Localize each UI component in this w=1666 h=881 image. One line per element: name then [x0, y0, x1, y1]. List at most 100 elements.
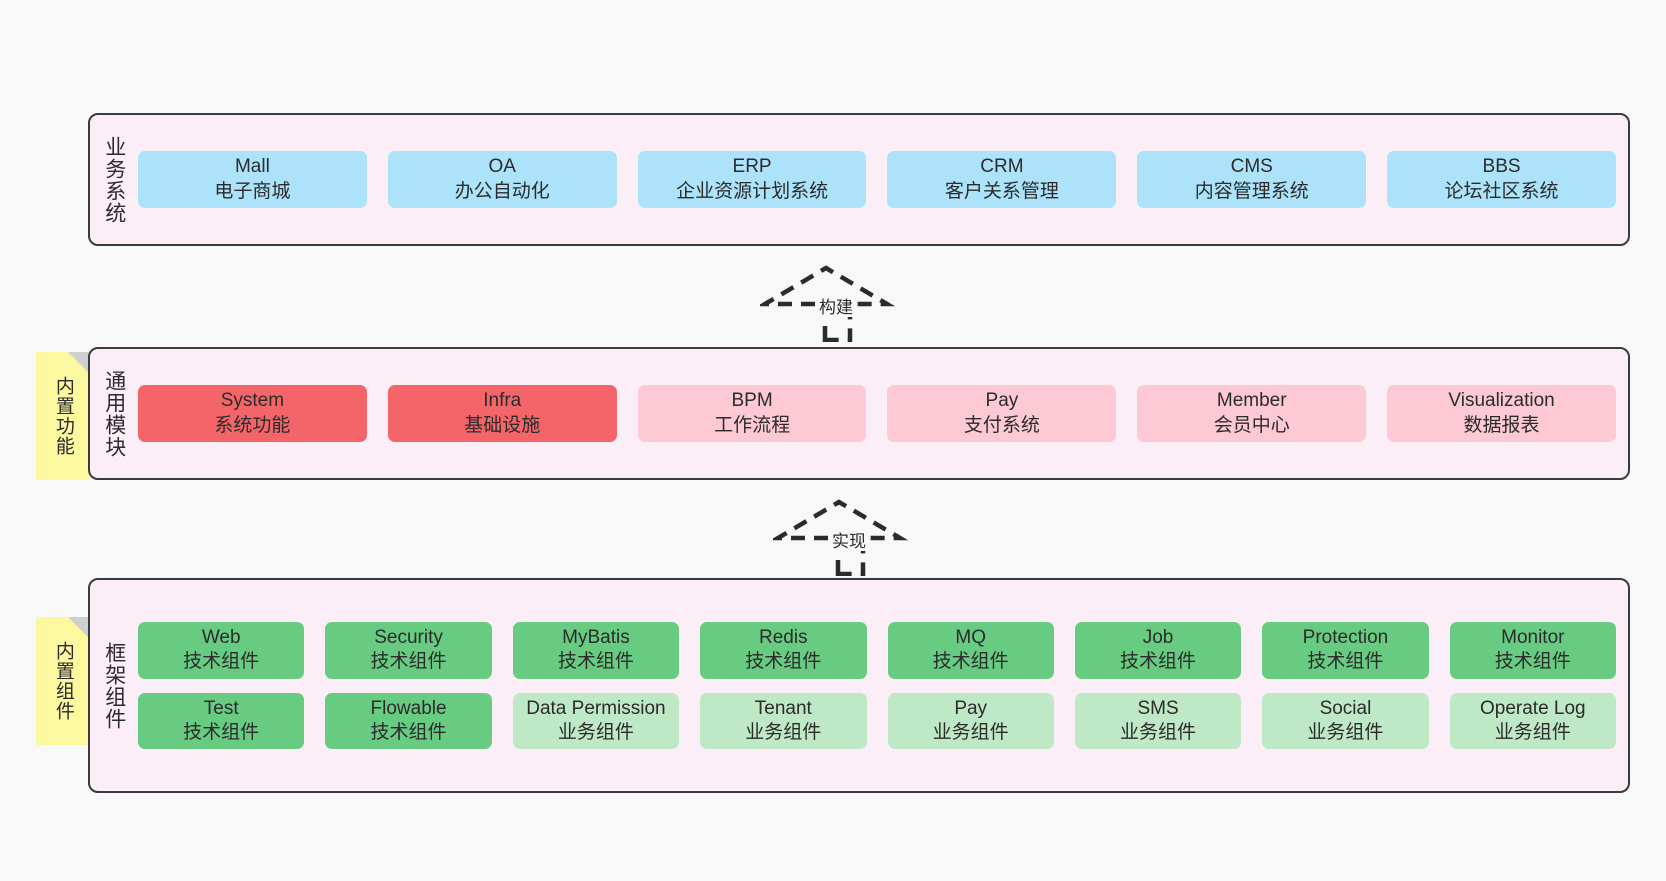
card-sms[interactable]: SMS 业务组件 — [1074, 692, 1242, 750]
card-subtitle: 会员中心 — [1213, 414, 1290, 436]
card-title: Operate Log — [1479, 697, 1586, 719]
card-subtitle: 技术组件 — [1307, 651, 1384, 673]
note-builtin-component: 内置组件 — [36, 617, 90, 745]
layer-label-common-module: 通用模块 — [102, 369, 126, 458]
card-title: CMS — [1230, 156, 1273, 178]
card-erp[interactable]: ERP 企业资源计划系统 — [637, 151, 867, 208]
card-bpm[interactable]: BPM 工作流程 — [637, 385, 867, 442]
card-title: MyBatis — [562, 626, 630, 648]
card-visualization[interactable]: Visualization 数据报表 — [1387, 385, 1616, 442]
card-tenant[interactable]: Tenant 业务组件 — [700, 692, 867, 750]
card-subtitle: 客户关系管理 — [944, 180, 1059, 202]
card-title: Monitor — [1501, 626, 1565, 648]
card-title: Security — [374, 626, 443, 648]
card-title: CRM — [980, 156, 1024, 178]
note-text: 内置组件 — [52, 641, 74, 721]
card-subtitle: 业务组件 — [1494, 721, 1571, 743]
card-infra[interactable]: Infra 基础设施 — [387, 385, 617, 442]
card-subtitle: 技术组件 — [745, 651, 822, 673]
card-subtitle: 内容管理系统 — [1194, 180, 1309, 202]
card-subtitle: 技术组件 — [1494, 651, 1571, 673]
card-subtitle: 论坛社区系统 — [1444, 180, 1559, 202]
generalization-arrow-icon — [773, 499, 909, 576]
card-social[interactable]: Social 业务组件 — [1262, 692, 1429, 750]
card-member[interactable]: Member 会员中心 — [1137, 385, 1367, 442]
card-cms[interactable]: CMS 内容管理系统 — [1137, 151, 1367, 208]
card-subtitle: 办公自动化 — [454, 180, 550, 202]
card-bbs[interactable]: BBS 论坛社区系统 — [1387, 151, 1616, 208]
card-pay-business[interactable]: Pay 业务组件 — [887, 692, 1054, 750]
card-subtitle: 业务组件 — [932, 721, 1009, 743]
layer-label-business-system: 业务系统 — [102, 135, 126, 224]
card-title: Member — [1216, 390, 1287, 412]
layer-business-system: 业务系统 Mall 电子商城 OA 办公自动化 ERP 企业资源计划系统 CRM… — [88, 113, 1630, 246]
card-title: MQ — [955, 626, 986, 648]
layer-common-module: 通用模块 System 系统功能 Infra 基础设施 BPM 工作流程 Pay… — [88, 347, 1630, 480]
card-subtitle: 业务组件 — [745, 721, 822, 743]
card-protection[interactable]: Protection 技术组件 — [1262, 621, 1429, 679]
note-builtin-function: 内置功能 — [36, 352, 90, 480]
card-crm[interactable]: CRM 客户关系管理 — [887, 151, 1117, 208]
card-subtitle: 技术组件 — [183, 651, 260, 673]
layer-framework-component: 框架组件 Web 技术组件 Security 技术组件 MyBatis 技术组件… — [88, 578, 1630, 793]
layer-body-framework-component: Web 技术组件 Security 技术组件 MyBatis 技术组件 Redi… — [138, 580, 1628, 791]
connector-implement-label: 实现 — [830, 532, 868, 551]
card-mq[interactable]: MQ 技术组件 — [887, 621, 1054, 679]
card-subtitle: 业务组件 — [557, 721, 634, 743]
card-subtitle: 支付系统 — [963, 414, 1040, 436]
card-job[interactable]: Job 技术组件 — [1074, 621, 1242, 679]
card-mall[interactable]: Mall 电子商城 — [138, 151, 367, 208]
card-title: Flowable — [370, 697, 447, 719]
card-subtitle: 系统功能 — [214, 414, 291, 436]
card-oa[interactable]: OA 办公自动化 — [387, 151, 617, 208]
layer-body-common-module: System 系统功能 Infra 基础设施 BPM 工作流程 Pay 支付系统… — [138, 349, 1628, 478]
card-subtitle: 技术组件 — [183, 721, 260, 743]
card-flowable[interactable]: Flowable 技术组件 — [325, 692, 492, 750]
card-title: ERP — [732, 156, 772, 178]
card-subtitle: 技术组件 — [370, 651, 447, 673]
card-subtitle: 电子商城 — [214, 180, 291, 202]
card-web[interactable]: Web 技术组件 — [138, 621, 305, 679]
connector-implement: 实现 — [773, 496, 923, 576]
card-title: Pay — [985, 390, 1019, 412]
card-title: Web — [201, 626, 241, 648]
card-title: Mall — [234, 156, 270, 178]
card-title: BPM — [731, 390, 773, 412]
card-row: Web 技术组件 Security 技术组件 MyBatis 技术组件 Redi… — [138, 621, 1616, 679]
card-title: Infra — [483, 390, 522, 412]
card-system[interactable]: System 系统功能 — [138, 385, 367, 442]
connector-build-label: 构建 — [817, 298, 855, 317]
card-title: Tenant — [754, 697, 812, 719]
card-operate-log[interactable]: Operate Log 业务组件 — [1449, 692, 1616, 750]
card-title: OA — [488, 156, 516, 178]
connector-build: 构建 — [760, 262, 910, 342]
card-title: Redis — [759, 626, 808, 648]
note-text: 内置功能 — [52, 376, 74, 456]
card-title: BBS — [1482, 156, 1521, 178]
layer-body-business-system: Mall 电子商城 OA 办公自动化 ERP 企业资源计划系统 CRM 客户关系… — [138, 115, 1628, 244]
card-title: SMS — [1137, 697, 1179, 719]
card-title: Pay — [954, 697, 988, 719]
card-title: Protection — [1302, 626, 1389, 648]
card-title: Job — [1142, 626, 1174, 648]
card-title: Visualization — [1448, 390, 1555, 412]
card-subtitle: 工作流程 — [714, 414, 791, 436]
card-subtitle: 技术组件 — [932, 651, 1009, 673]
card-title: System — [220, 390, 285, 412]
card-pay[interactable]: Pay 支付系统 — [887, 385, 1117, 442]
card-row: System 系统功能 Infra 基础设施 BPM 工作流程 Pay 支付系统… — [138, 385, 1616, 442]
card-redis[interactable]: Redis 技术组件 — [700, 621, 867, 679]
card-subtitle: 业务组件 — [1120, 721, 1197, 743]
card-data-permission[interactable]: Data Permission 业务组件 — [512, 692, 680, 750]
card-subtitle: 业务组件 — [1307, 721, 1384, 743]
card-subtitle: 技术组件 — [1120, 651, 1197, 673]
card-security[interactable]: Security 技术组件 — [325, 621, 492, 679]
card-test[interactable]: Test 技术组件 — [138, 692, 305, 750]
card-title: Social — [1319, 697, 1372, 719]
card-mybatis[interactable]: MyBatis 技术组件 — [512, 621, 680, 679]
card-subtitle: 数据报表 — [1463, 414, 1540, 436]
card-row: Mall 电子商城 OA 办公自动化 ERP 企业资源计划系统 CRM 客户关系… — [138, 151, 1616, 208]
card-subtitle: 技术组件 — [557, 651, 634, 673]
card-monitor[interactable]: Monitor 技术组件 — [1449, 621, 1616, 679]
